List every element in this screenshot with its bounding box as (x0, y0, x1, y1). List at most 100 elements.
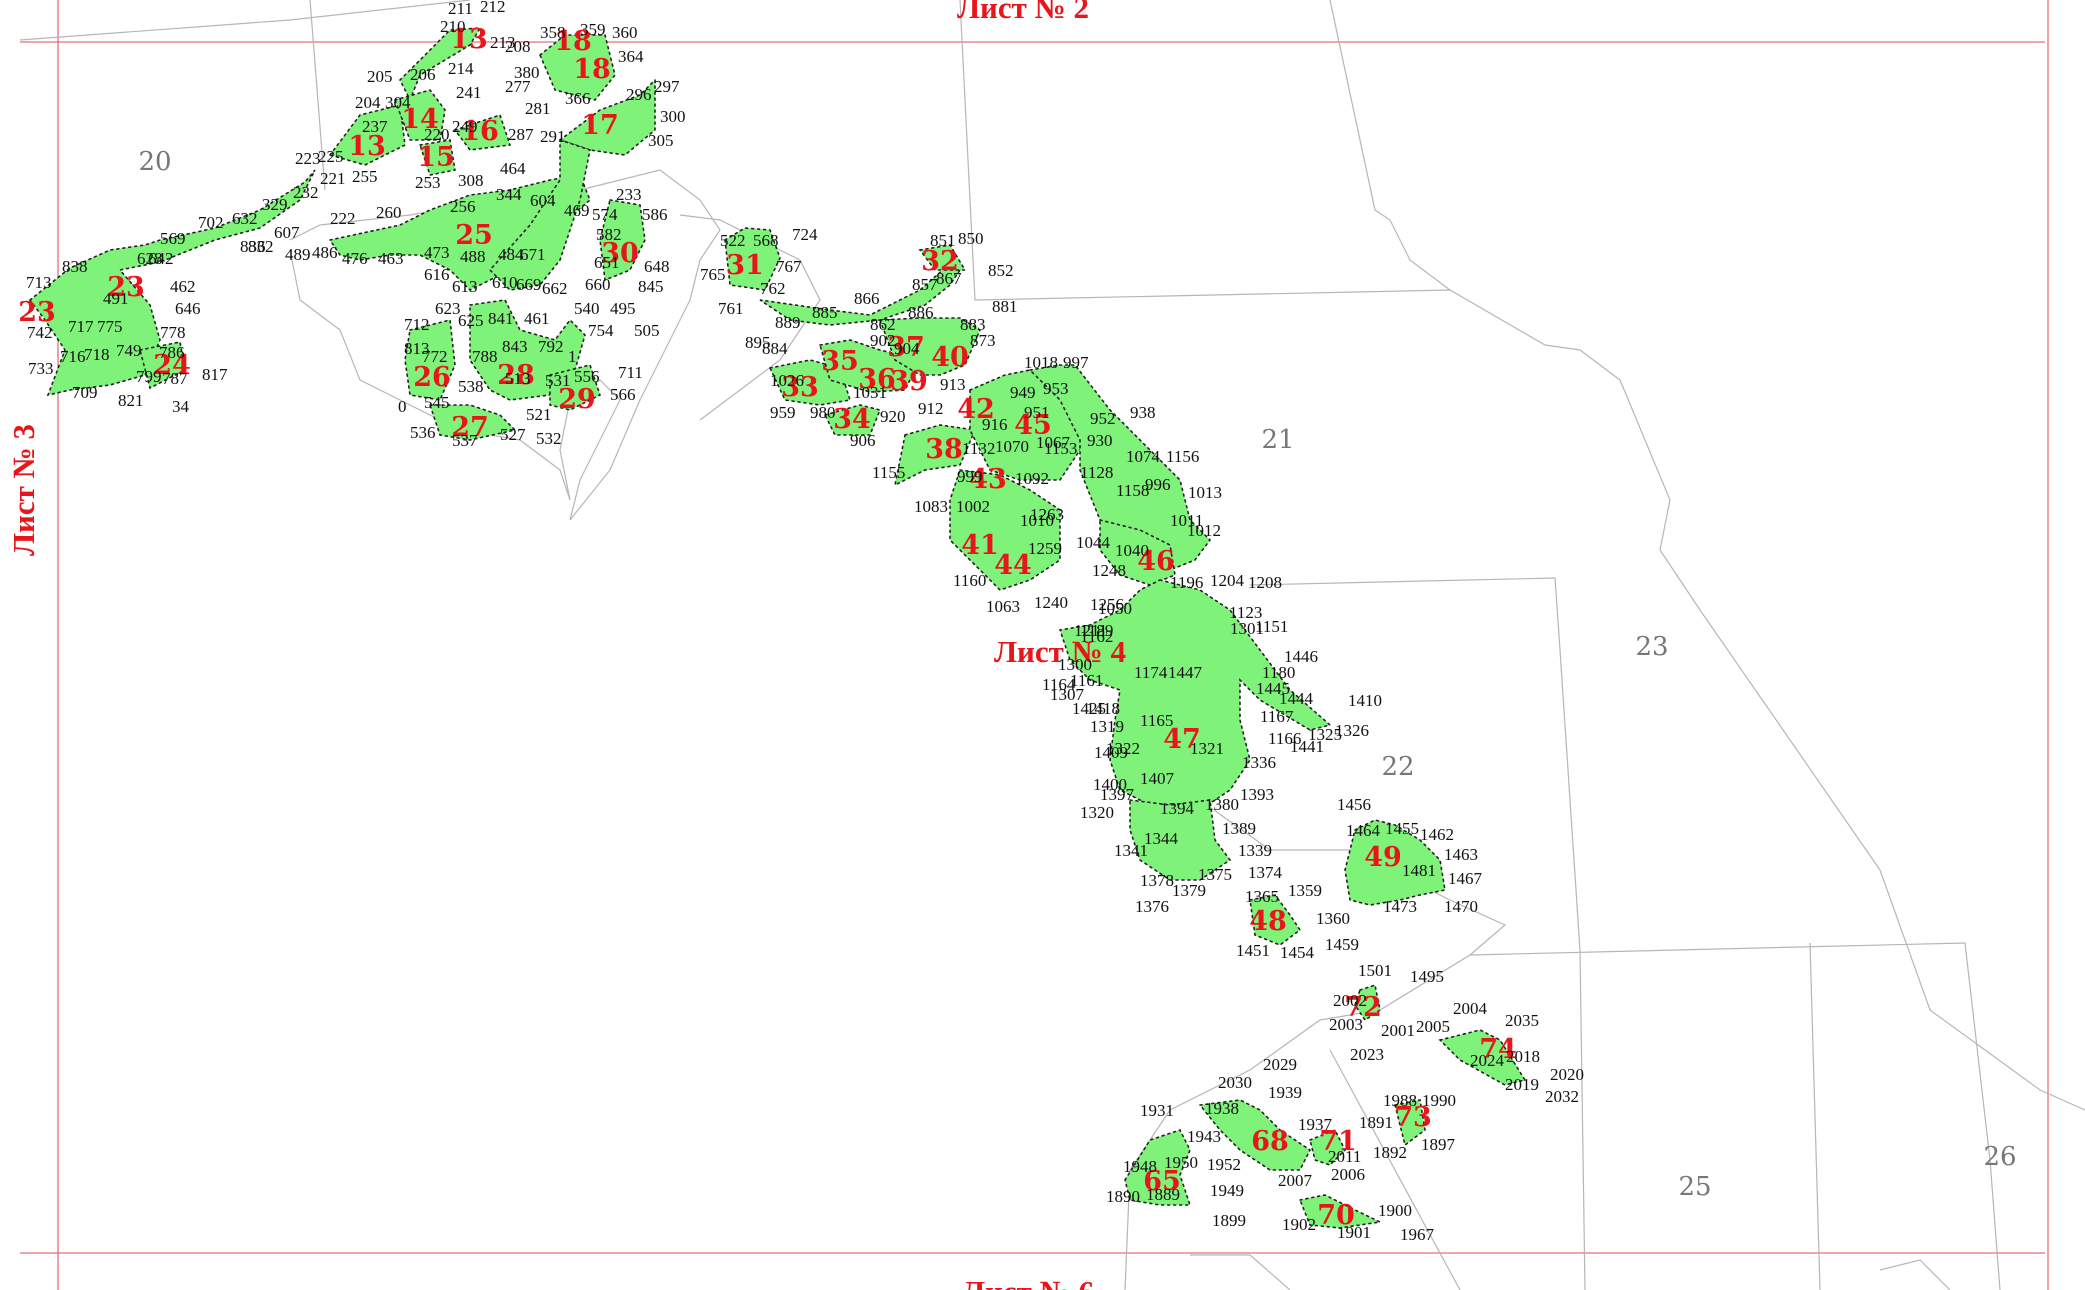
sheet-label-top: Лист № 2 (957, 0, 1089, 25)
plot-71 (1309, 1128, 1346, 1166)
vertex-number-label: 916 (982, 415, 1008, 434)
plot-29 (549, 364, 601, 411)
plot-number: 14 (401, 104, 439, 135)
vertex-number-label: 1454 (1280, 943, 1315, 962)
vertex-number-label: 308 (458, 171, 484, 190)
vertex-number-label: 1990 (1422, 1091, 1456, 1110)
vertex-number-label: 1162 (1080, 627, 1113, 646)
plot-18 (539, 34, 616, 101)
vertex-number-label: 862 (870, 315, 896, 334)
vertex-number-label: 754 (588, 321, 614, 340)
plot-43-44 (949, 469, 1061, 591)
vertex-number-label: 241 (456, 83, 482, 102)
vertex-number-label: 505 (634, 321, 660, 340)
vertex-number-label: 1988 (1383, 1091, 1417, 1110)
vertex-number-label: 2002 (1333, 991, 1367, 1010)
vertex-number-label: 912 (918, 399, 944, 418)
vertex-number-label: 1074 (1126, 447, 1161, 466)
vertex-number-label: 1407 (1140, 769, 1175, 788)
vertex-number-label: 2001 (1381, 1021, 1415, 1040)
vertex-number-label: 1425 (1072, 699, 1106, 718)
plot-number: 17 (581, 110, 619, 141)
plot-65 (1124, 1129, 1192, 1206)
vertex-number-label: 1165 (1140, 711, 1173, 730)
plot-number: 42 (957, 394, 995, 425)
vertex-number-label: 1166 (1268, 729, 1301, 748)
vertex-number-label: 997 (1063, 353, 1089, 372)
vertex-number-label: 881 (992, 297, 1018, 316)
vertex-number-label: 895 (745, 333, 771, 352)
vertex-number-label: 1409 (1094, 743, 1128, 762)
plot-17 (558, 78, 656, 156)
plot-37-40 (878, 317, 982, 376)
vertex-number-label: 1301 (1230, 619, 1264, 638)
vertex-number-label: 304 (385, 93, 411, 112)
plot-corridor (1028, 364, 1212, 571)
vertex-number-label: 1083 (914, 497, 948, 516)
plot-35-36 (818, 339, 922, 393)
plot-number: 32 (921, 246, 959, 277)
vertex-number-label: 717 (68, 317, 94, 336)
vertex-number-label: 742 (27, 323, 53, 342)
vertex-number-label: 277 (505, 77, 531, 96)
zone-label: 21 (1261, 425, 1294, 455)
vertex-number-label: 206 (410, 65, 436, 84)
vertex-number-label: 1410 (1348, 691, 1382, 710)
vertex-number-label: 1256 (1090, 595, 1124, 614)
vertex-number-label: 476 (342, 249, 368, 268)
vertex-number-label: 360 (612, 23, 638, 42)
vertex-number-label: 646 (175, 299, 201, 318)
vertex-number-label: 786 (159, 343, 185, 362)
vertex-number-label: 836 (240, 237, 266, 256)
vertex-number-label: 607 (274, 223, 300, 242)
vertex-number-label: 1011 (1170, 511, 1203, 530)
vertex-number-label: 838 (62, 257, 88, 276)
plot-number: 24 (153, 350, 191, 381)
vertex-number-label: 1902 (1282, 1215, 1316, 1234)
vertex-number-label: 662 (542, 279, 568, 298)
vertex-number-label: 1481 (1402, 861, 1436, 880)
plot-47-south (1129, 799, 1232, 881)
vertex-number-label: 1300 (1058, 655, 1092, 674)
vertex-number-label: 495 (610, 299, 636, 318)
vertex-number-label: 2023 (1350, 1045, 1384, 1064)
zone-label: 26 (1983, 1142, 2016, 1172)
vertex-number-label: 1018 (1024, 353, 1058, 372)
plot-number: 13 (348, 131, 386, 162)
vertex-number-label: 772 (422, 347, 448, 366)
vertex-number-label: 1495 (1410, 967, 1444, 986)
vertex-number-label: 574 (592, 205, 618, 224)
vertex-number-label: 2029 (1263, 1055, 1297, 1074)
vertex-number-label: 996 (1145, 475, 1171, 494)
vertex-number-label: 1899 (1212, 1211, 1246, 1230)
vertex-number-label: 952 (1090, 409, 1116, 428)
vertex-number-label: 1031 (853, 383, 887, 402)
vertex-number-label: 1365 (1245, 887, 1279, 906)
vertex-number-label: 1307 (1050, 685, 1085, 704)
vertex-number-label: 749 (116, 341, 142, 360)
vertex-number-label: 821 (118, 391, 144, 410)
vertex-number-label: 1153 (1044, 439, 1077, 458)
vertex-number-label: 1462 (1420, 825, 1454, 844)
vertex-number-label: 1240 (1034, 593, 1068, 612)
vertex-number-label: 1937 (1298, 1115, 1333, 1134)
vertex-number-label: 817 (202, 365, 228, 384)
vertex-number-label: 1 (568, 347, 577, 366)
vertex-number-label: 1900 (1378, 1201, 1412, 1220)
vertex-number-label: 2011 (1328, 1147, 1361, 1166)
vertex-number-label: 906 (850, 431, 876, 450)
vertex-number-label: 1467 (1448, 869, 1483, 888)
plot-number: 25 (455, 220, 493, 251)
plot-number: 44 (994, 550, 1032, 581)
zone-boundaries (19, 0, 2085, 1290)
vertex-number-label: 2006 (1331, 1165, 1365, 1184)
vertex-number-label: 213 (490, 33, 516, 52)
vertex-number-label: 1336 (1242, 753, 1276, 772)
plot-number: 27 (451, 412, 489, 443)
vertex-number-label: 1339 (1238, 841, 1272, 860)
vertex-number-label: 1455 (1385, 819, 1419, 838)
vertex-number-label: 1463 (1444, 845, 1478, 864)
plot-48 (1249, 894, 1302, 946)
